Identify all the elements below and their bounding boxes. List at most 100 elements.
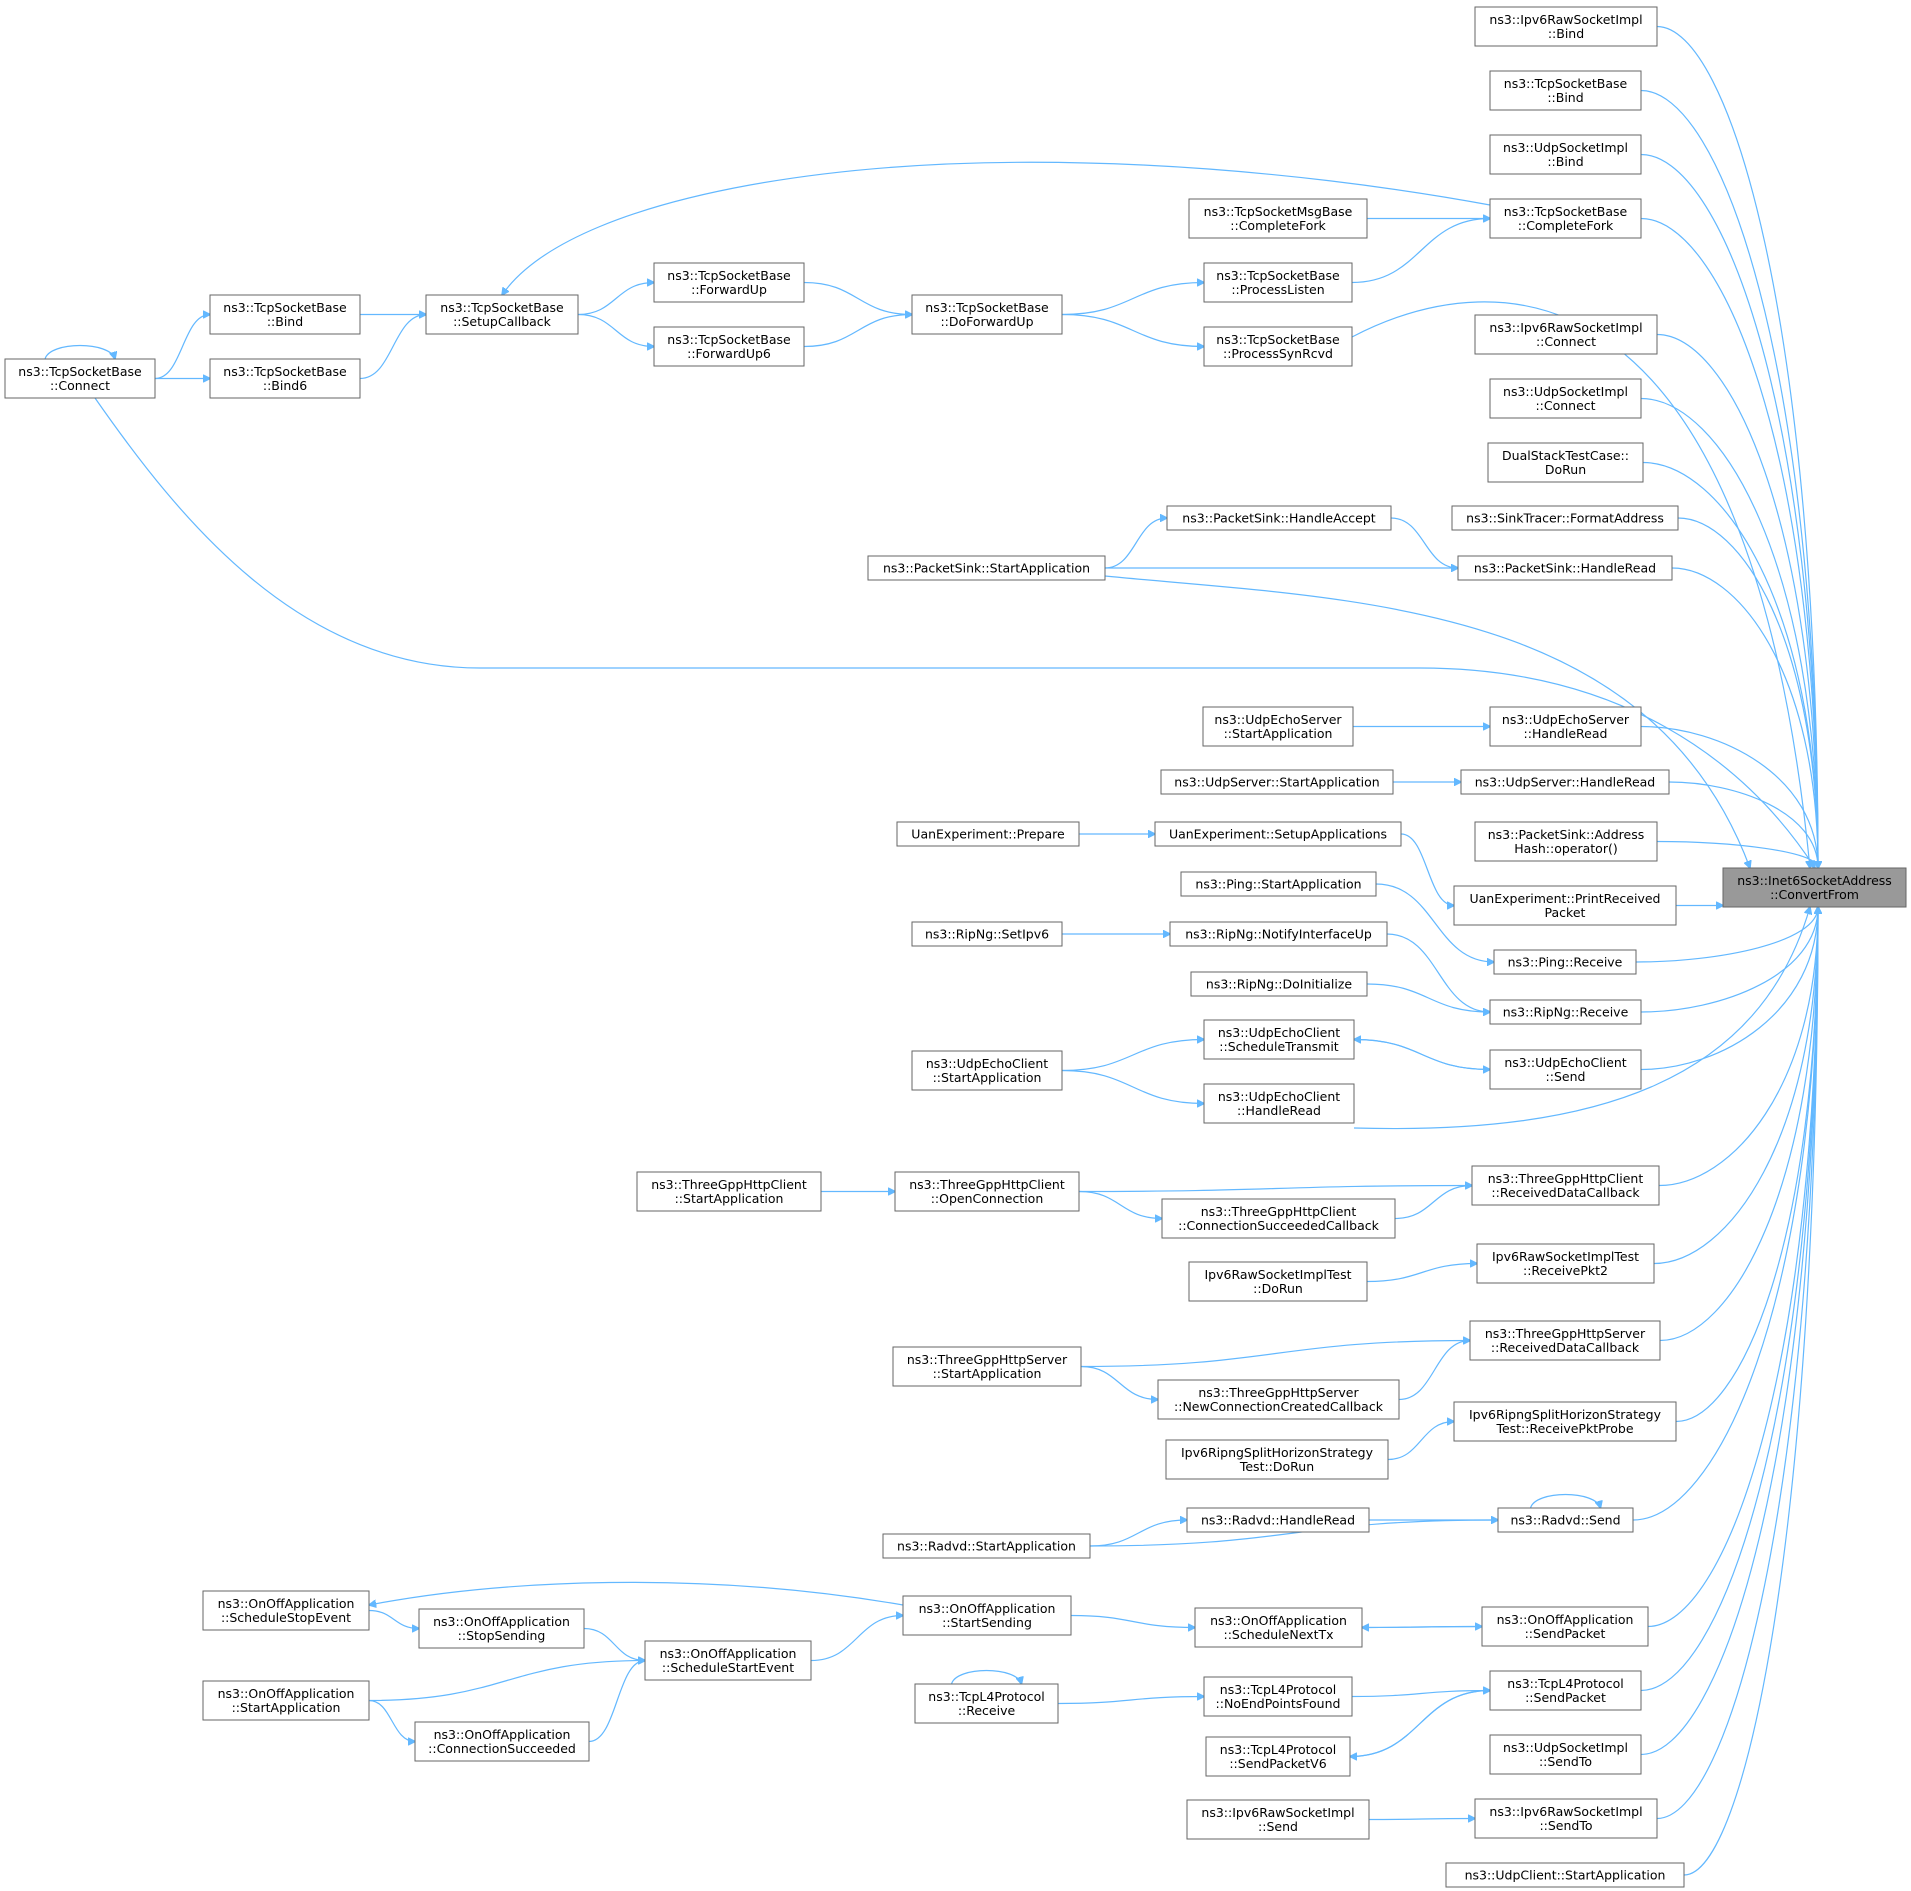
node-label: ::ReceivePkt2 <box>1523 1263 1608 1278</box>
node-uanexperiment-setupapplications[interactable]: UanExperiment::SetupApplications <box>1154 821 1402 847</box>
node-box <box>1487 442 1644 483</box>
edge-m04-to-m02 <box>1061 283 1204 316</box>
node-box <box>867 555 1106 581</box>
node-ns3-threegpphttpserver-newconnectioncreatedcallback[interactable]: ns3::ThreeGppHttpServer::NewConnectionCr… <box>1157 1379 1400 1420</box>
node-ns3-ipv6rawsocketimpl-sendto[interactable]: ns3::Ipv6RawSocketImpl::SendTo <box>1474 1798 1658 1839</box>
node-box <box>209 358 361 399</box>
node-ns3-sinktracer-formataddress[interactable]: ns3::SinkTracer::FormatAddress <box>1451 505 1679 531</box>
node-ipv6rawsocketimpltest-receivepkt2[interactable]: Ipv6RawSocketImplTest::ReceivePkt2 <box>1476 1243 1655 1284</box>
node-ns3-udpsocketimpl-bind[interactable]: ns3::UdpSocketImpl::Bind <box>1489 134 1642 175</box>
node-label: ns3::PacketSink::Address <box>1488 827 1644 842</box>
node-ipv6rawsocketimpltest-dorun[interactable]: Ipv6RawSocketImplTest::DoRun <box>1188 1261 1368 1302</box>
edge-m07-to-m06 <box>577 313 654 347</box>
node-ns3-packetsink-handleread[interactable]: ns3::PacketSink::HandleRead <box>1457 555 1673 581</box>
node-ns3-onoffapplication-startapplication[interactable]: ns3::OnOffApplication::StartApplication <box>202 1680 370 1721</box>
node-ns3-ripng-setipv6[interactable]: ns3::RipNg::SetIpv6 <box>911 921 1063 947</box>
node-ns3-tcpsocketbase-bind[interactable]: ns3::TcpSocketBase::Bind <box>1489 70 1642 111</box>
node-ns3-tcpsocketbase-bind6[interactable]: ns3::TcpSocketBase::Bind6 <box>209 358 361 399</box>
node-ns3-tcpsocketbase-processsynrcvd[interactable]: ns3::TcpSocketBase::ProcessSynRcvd <box>1203 326 1353 367</box>
edge-r08-to-n_target <box>1677 517 1818 868</box>
node-ns3-tcpl4protocol-sendpacketv6[interactable]: ns3::TcpL4Protocol::SendPacketV6 <box>1205 1736 1351 1777</box>
node-ns3-udpsocketimpl-sendto[interactable]: ns3::UdpSocketImpl::SendTo <box>1489 1734 1642 1775</box>
node-ns3-packetsink-handleaccept[interactable]: ns3::PacketSink::HandleAccept <box>1166 505 1392 531</box>
node-label: ns3::ThreeGppHttpClient <box>651 1177 807 1192</box>
node-ns3-threegpphttpserver-startapplication[interactable]: ns3::ThreeGppHttpServer::StartApplicatio… <box>892 1346 1082 1387</box>
node-ns3-tcpsocketbase-doforwardup[interactable]: ns3::TcpSocketBase::DoForwardUp <box>911 294 1063 335</box>
node-ns3-onoffapplication-schedulestopevent[interactable]: ns3::OnOffApplication::ScheduleStopEvent <box>202 1590 370 1631</box>
node-ns3-tcpsocketbase-forwardup6[interactable]: ns3::TcpSocketBase::ForwardUp6 <box>653 326 805 367</box>
node-ns3-udpsocketimpl-connect[interactable]: ns3::UdpSocketImpl::Connect <box>1489 378 1642 419</box>
node-ns3-onoffapplication-sendpacket[interactable]: ns3::OnOffApplication::SendPacket <box>1481 1606 1649 1647</box>
node-ns3-tcpsocketbase-bind[interactable]: ns3::TcpSocketBase::Bind <box>209 294 361 335</box>
node-box <box>1190 971 1368 997</box>
node-ns3-radvd-startapplication[interactable]: ns3::Radvd::StartApplication <box>882 1533 1091 1559</box>
node-label: ::DoRun <box>1253 1281 1303 1296</box>
node-ns3-udpechoserver-startapplication[interactable]: ns3::UdpEchoServer::StartApplication <box>1202 706 1354 747</box>
node-ns3-onoffapplication-startsending[interactable]: ns3::OnOffApplication::StartSending <box>902 1595 1072 1636</box>
node-ns3-onoffapplication-connectionsucceeded[interactable]: ns3::OnOffApplication::ConnectionSucceed… <box>414 1721 590 1762</box>
node-label: ns3::UdpEchoClient <box>926 1056 1048 1071</box>
node-ns3-tcpsocketbase-completefork[interactable]: ns3::TcpSocketBase::CompleteFork <box>1489 198 1642 239</box>
node-ns3-udpechoclient-scheduletransmit[interactable]: ns3::UdpEchoClient::ScheduleTransmit <box>1203 1019 1355 1060</box>
node-ns3-tcpsocketbase-setupcallback[interactable]: ns3::TcpSocketBase::SetupCallback <box>425 294 579 335</box>
node-layer: ns3::Inet6SocketAddress::ConvertFromns3:… <box>4 6 1907 1888</box>
node-label: ns3::OnOffApplication <box>218 1686 355 1701</box>
node-ipv6ripngsplithorizonstrategy-test-receivepktprobe[interactable]: Ipv6RipngSplitHorizonStrategyTest::Recei… <box>1453 1401 1677 1442</box>
node-ns3-ping-receive[interactable]: ns3::Ping::Receive <box>1493 949 1637 975</box>
node-label: ::CompleteFork <box>1518 218 1614 233</box>
node-label: ns3::TcpSocketBase <box>1216 268 1340 283</box>
edge-m10-to-n_target <box>94 397 1815 868</box>
node-ns3-onoffapplication-stopsending[interactable]: ns3::OnOffApplication::StopSending <box>418 1608 585 1649</box>
node-label: DoRun <box>1545 462 1586 477</box>
node-box <box>896 821 1080 847</box>
node-ns3-ipv6rawsocketimpl-bind[interactable]: ns3::Ipv6RawSocketImpl::Bind <box>1474 6 1658 47</box>
node-ns3-tcpsocketbase-connect[interactable]: ns3::TcpSocketBase::Connect <box>4 358 156 399</box>
node-ns3-ripng-notifyinterfaceup[interactable]: ns3::RipNg::NotifyInterfaceUp <box>1169 921 1388 947</box>
node-uanexperiment-prepare[interactable]: UanExperiment::Prepare <box>896 821 1080 847</box>
node-ns3-threegpphttpserver-receiveddatacallback[interactable]: ns3::ThreeGppHttpServer::ReceivedDataCal… <box>1469 1320 1661 1361</box>
node-label: ns3::Inet6SocketAddress <box>1737 873 1892 888</box>
node-ns3-ping-startapplication[interactable]: ns3::Ping::StartApplication <box>1180 871 1377 897</box>
node-ns3-udpserver-handleread[interactable]: ns3::UdpServer::HandleRead <box>1460 769 1670 795</box>
node-box <box>425 294 579 335</box>
node-ns3-tcpsocketmsgbase-completefork[interactable]: ns3::TcpSocketMsgBase::CompleteFork <box>1188 198 1368 239</box>
node-ns3-tcpsocketbase-processlisten[interactable]: ns3::TcpSocketBase::ProcessListen <box>1203 262 1353 303</box>
node-ns3-udpechoclient-handleread[interactable]: ns3::UdpEchoClient::HandleRead <box>1203 1083 1355 1124</box>
node-ns3-ripng-receive[interactable]: ns3::RipNg::Receive <box>1489 999 1642 1025</box>
node-label: ns3::RipNg::SetIpv6 <box>925 927 1049 942</box>
node-box <box>1497 1507 1634 1533</box>
node-box <box>1180 871 1377 897</box>
node-ns3-ripng-doinitialize[interactable]: ns3::RipNg::DoInitialize <box>1190 971 1368 997</box>
node-ns3-radvd-handleread[interactable]: ns3::Radvd::HandleRead <box>1186 1507 1370 1533</box>
node-ns3-ipv6rawsocketimpl-send[interactable]: ns3::Ipv6RawSocketImpl::Send <box>1186 1799 1370 1840</box>
node-ns3-inet6socketaddress-convertfrom[interactable]: ns3::Inet6SocketAddress::ConvertFrom <box>1722 867 1907 908</box>
node-label: ns3::RipNg::DoInitialize <box>1206 977 1353 992</box>
node-dualstacktestcase-dorun[interactable]: DualStackTestCase::DoRun <box>1487 442 1644 483</box>
node-label: ns3::Ping::StartApplication <box>1195 877 1361 892</box>
node-ns3-threegpphttpclient-receiveddatacallback[interactable]: ns3::ThreeGppHttpClient::ReceivedDataCal… <box>1471 1165 1660 1206</box>
node-ns3-onoffapplication-schedulenexttx[interactable]: ns3::OnOffApplication::ScheduleNextTx <box>1194 1607 1363 1648</box>
node-ns3-tcpl4protocol-noendpointsfound[interactable]: ns3::TcpL4Protocol::NoEndPointsFound <box>1203 1676 1353 1717</box>
node-ns3-radvd-send[interactable]: ns3::Radvd::Send <box>1497 1507 1634 1533</box>
node-ns3-udpechoclient-send[interactable]: ns3::UdpEchoClient::Send <box>1489 1049 1642 1090</box>
node-ns3-ipv6rawsocketimpl-connect[interactable]: ns3::Ipv6RawSocketImpl::Connect <box>1474 314 1658 355</box>
node-ns3-udpclient-startapplication[interactable]: ns3::UdpClient::StartApplication <box>1445 1862 1685 1888</box>
node-box <box>1203 326 1353 367</box>
node-ns3-tcpl4protocol-sendpacket[interactable]: ns3::TcpL4Protocol::SendPacket <box>1489 1670 1642 1711</box>
node-ns3-threegpphttpclient-connectionsucceededcallback[interactable]: ns3::ThreeGppHttpClient::ConnectionSucce… <box>1161 1198 1396 1239</box>
node-ns3-threegpphttpclient-startapplication[interactable]: ns3::ThreeGppHttpClient::StartApplicatio… <box>636 1171 822 1212</box>
node-ns3-tcpsocketbase-forwardup[interactable]: ns3::TcpSocketBase::ForwardUp <box>653 262 805 303</box>
edge-r19-to-n_target <box>1659 907 1818 1342</box>
node-box <box>1169 921 1388 947</box>
node-ns3-threegpphttpclient-openconnection[interactable]: ns3::ThreeGppHttpClient::OpenConnection <box>894 1171 1080 1212</box>
node-ns3-packetsink-startapplication[interactable]: ns3::PacketSink::StartApplication <box>867 555 1106 581</box>
node-ns3-udpserver-startapplication[interactable]: ns3::UdpServer::StartApplication <box>1160 769 1394 795</box>
node-ns3-tcpl4protocol-receive[interactable]: ns3::TcpL4Protocol::Receive <box>914 1683 1059 1724</box>
node-label: ns3::TcpSocketBase <box>440 300 564 315</box>
node-ns3-udpechoserver-handleread[interactable]: ns3::UdpEchoServer::HandleRead <box>1489 706 1642 747</box>
node-ns3-udpechoclient-startapplication[interactable]: ns3::UdpEchoClient::StartApplication <box>911 1050 1063 1091</box>
node-ns3-onoffapplication-schedulestartevent[interactable]: ns3::OnOffApplication::ScheduleStartEven… <box>644 1640 812 1681</box>
